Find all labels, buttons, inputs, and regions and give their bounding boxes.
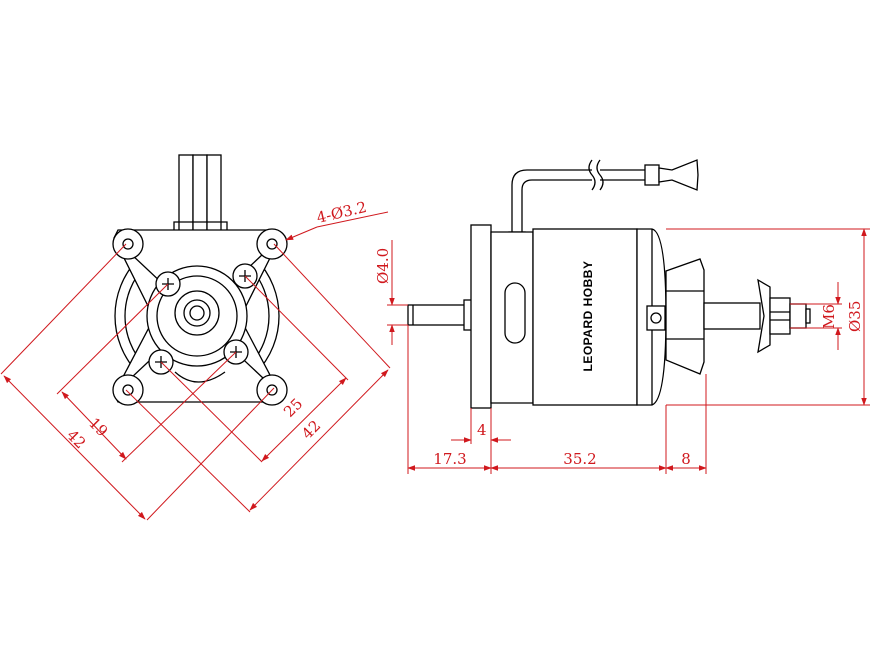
- brand-label: LEOPARD HOBBY: [581, 261, 595, 372]
- body-diameter-label: Ø35: [846, 301, 864, 332]
- dim-42-left-label: 42: [63, 426, 89, 452]
- body-length-label: 35.2: [563, 450, 596, 468]
- mount-hole-icon: [122, 238, 134, 250]
- thread-label: M6: [820, 304, 838, 329]
- prop-adapter: [665, 258, 811, 375]
- wire-leads: [173, 154, 228, 234]
- cable: [508, 159, 699, 241]
- side-view: LEOPARD HOBBY: [407, 159, 811, 409]
- shaft-diameter-label: Ø4.0: [374, 248, 392, 284]
- prop-adapter-length-label: 8: [681, 450, 691, 468]
- motor-shaft: [407, 299, 473, 331]
- mount-hole-icon: [266, 238, 278, 250]
- flange-thickness-label: 4: [477, 421, 487, 439]
- mount-flange: [470, 224, 492, 409]
- side-dimensions: Ø4.0 4 17.3 35.2 8 M6 Ø35: [374, 228, 870, 474]
- shaft-length-label: 17.3: [433, 450, 466, 468]
- front-view: [112, 154, 288, 406]
- hole-callout-label: 4-Ø3.2: [315, 198, 369, 227]
- motor-can-body: [490, 228, 667, 406]
- hub-icon: [174, 290, 220, 336]
- dim-19-label: 19: [85, 414, 111, 440]
